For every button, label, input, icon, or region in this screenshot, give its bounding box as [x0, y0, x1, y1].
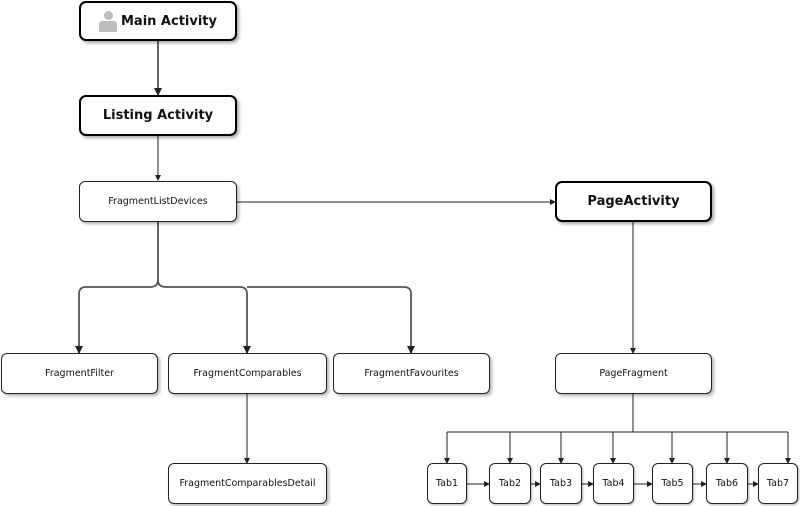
tab4-label: Tab4: [602, 478, 625, 489]
tab5-label: Tab5: [661, 478, 684, 489]
page-activity-node: PageActivity: [555, 181, 712, 222]
tab6-node: Tab6: [706, 463, 748, 504]
tab3-node: Tab3: [540, 463, 582, 504]
fragment-favourites-label: FragmentFavourites: [364, 368, 459, 379]
tab2-node: Tab2: [489, 463, 531, 504]
listing-activity-label: Listing Activity: [102, 108, 214, 123]
page-activity-label: PageActivity: [587, 194, 680, 209]
edge-pagefragment-bus: [447, 394, 788, 433]
edge-comparables: [157, 279, 251, 354]
listing-activity-node: Listing Activity: [79, 95, 237, 136]
tab2-label: Tab2: [498, 478, 522, 489]
fragment-list-devices-label: FragmentListDevices: [108, 196, 208, 207]
fragment-comparables-label: FragmentComparables: [193, 368, 302, 379]
tab7-node: Tab7: [758, 463, 798, 504]
main-activity-label: Main Activity: [120, 13, 217, 29]
tab3-label: Tab3: [549, 478, 573, 489]
tab5-node: Tab5: [652, 463, 693, 504]
page-fragment-node: PageFragment: [555, 353, 712, 394]
fragment-comparables-node: FragmentComparables: [168, 353, 327, 394]
tab4-node: Tab4: [593, 463, 634, 504]
page-fragment-label: PageFragment: [599, 368, 668, 379]
tab7-label: Tab7: [766, 478, 790, 489]
fragment-filter-node: FragmentFilter: [1, 353, 158, 394]
tab1-label: Tab1: [435, 478, 459, 489]
fragment-comparables-detail-node: FragmentComparablesDetail: [168, 463, 327, 504]
main-activity-node: Main Activity: [79, 1, 237, 41]
fragment-filter-label: FragmentFilter: [45, 368, 114, 379]
user-icon: [98, 10, 117, 32]
fragment-favourites-node: FragmentFavourites: [333, 353, 490, 394]
edge-filter: [75, 222, 159, 354]
edge-favourites: [247, 286, 415, 354]
tab1-node: Tab1: [427, 463, 467, 504]
fragment-comparables-detail-label: FragmentComparablesDetail: [179, 478, 316, 489]
fragment-list-devices-node: FragmentListDevices: [79, 181, 237, 222]
tab6-label: Tab6: [715, 478, 739, 489]
